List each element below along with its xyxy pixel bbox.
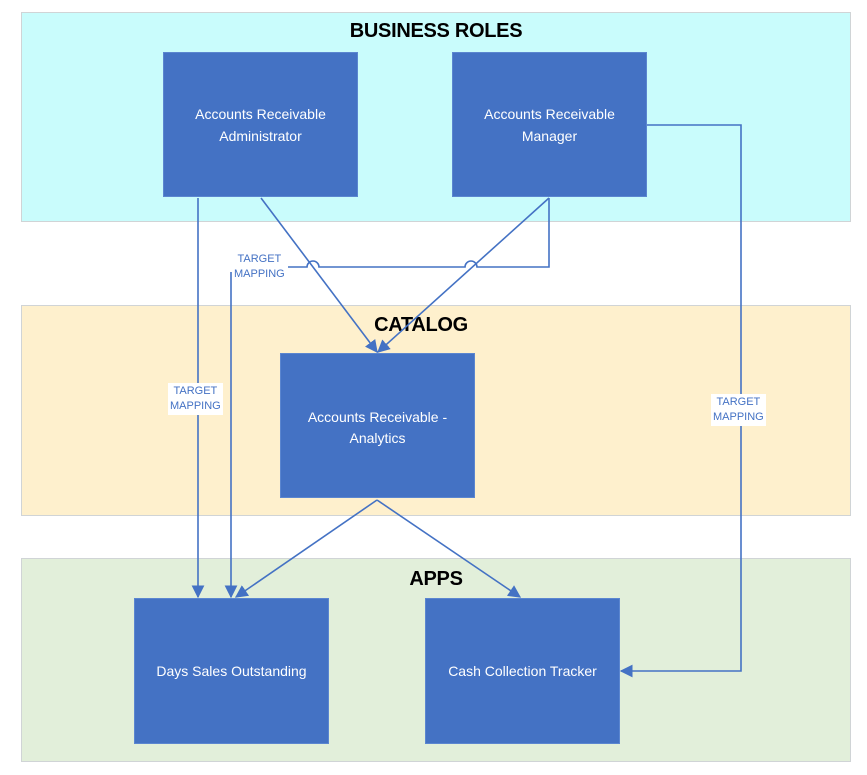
node-label-line2: Analytics (349, 430, 406, 446)
node-label: Days Sales Outstanding (156, 663, 307, 679)
edge-label-target-mapping-top: TARGET MAPPING (232, 251, 287, 283)
edge-label-line1: TARGET (716, 396, 761, 408)
node-label-line2: Administrator (219, 128, 302, 144)
edge-label-line2: MAPPING (234, 268, 285, 280)
edge-manager-to-dso (231, 198, 550, 597)
node-days-sales-outstanding[interactable]: Days Sales Outstanding (134, 598, 329, 744)
business-roles-band (21, 12, 851, 222)
node-label-line1: Accounts Receivable (195, 106, 326, 122)
edge-analytics-to-dso (234, 499, 378, 598)
edge-label-target-mapping-left: TARGET MAPPING (168, 383, 223, 415)
edge-label-line2: MAPPING (713, 411, 764, 423)
edge-analytics-to-cash-tracker (376, 499, 522, 598)
node-label-line1: Accounts Receivable (484, 106, 615, 122)
edge-label-line1: TARGET (237, 253, 282, 265)
node-label: Cash Collection Tracker (448, 663, 597, 679)
apps-title: APPS (409, 568, 463, 590)
business-roles-title: BUSINESS ROLES (349, 20, 523, 42)
edge-label-target-mapping-right: TARGET MAPPING (711, 394, 766, 426)
edge-manager-to-analytics (377, 197, 550, 353)
catalog-title: CATALOG (374, 314, 468, 336)
node-ar-administrator[interactable]: Accounts Receivable Administrator (163, 52, 358, 197)
node-ar-manager[interactable]: Accounts Receivable Manager (452, 52, 647, 197)
node-label-line2: Manager (521, 128, 578, 144)
node-label-line1: Accounts Receivable - (307, 409, 448, 425)
node-cash-collection-tracker[interactable]: Cash Collection Tracker (425, 598, 620, 744)
node-ar-analytics[interactable]: Accounts Receivable - Analytics (280, 353, 475, 498)
edge-label-line1: TARGET (173, 385, 218, 397)
edge-admin-to-analytics (260, 197, 378, 354)
edge-label-line2: MAPPING (170, 400, 221, 412)
